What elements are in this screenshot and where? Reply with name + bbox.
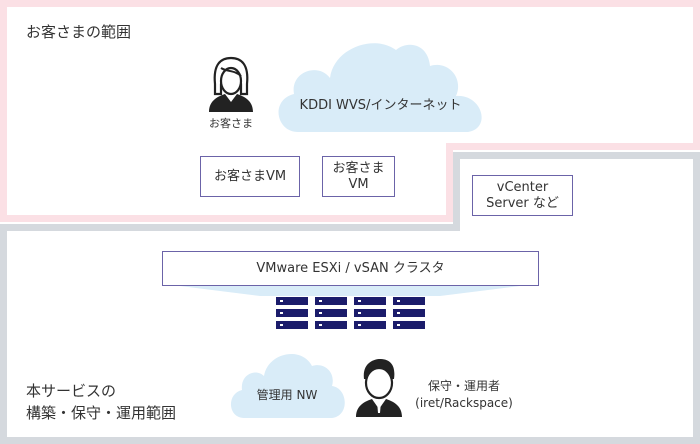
server-icon (315, 321, 347, 329)
female-person-icon (205, 54, 257, 114)
customer-vm-label: お客さまVM (213, 168, 287, 184)
server-icon (276, 321, 308, 329)
cloud-shape-icon (278, 43, 482, 132)
server-icon (315, 297, 347, 305)
server-icon (393, 321, 425, 329)
customer-vm-box[interactable]: お客さまVM (322, 156, 395, 197)
management-network-label: 管理用 NW (256, 388, 318, 402)
server-icon (315, 309, 347, 317)
customer-person-label: お客さま (209, 117, 253, 130)
server-icon (393, 309, 425, 317)
internet-cloud: KDDI WVS/インターネット (268, 38, 493, 134)
management-network-cloud: 管理用 NW (226, 344, 348, 420)
server-icon (354, 297, 386, 305)
server-icon (276, 309, 308, 317)
customer-region-border (0, 0, 700, 222)
cluster-label: VMware ESXi / vSAN クラスタ (256, 260, 445, 276)
customer-vm-label: お客さまVM (332, 160, 385, 192)
customer-vm-box[interactable]: お客さまVM (200, 156, 300, 197)
male-operator-icon (354, 357, 404, 419)
internet-cloud-label: KDDI WVS/インターネット (299, 98, 462, 113)
service-region-title-line1: 本サービスの (26, 382, 117, 400)
server-icon (354, 321, 386, 329)
service-region-border (0, 152, 700, 444)
operator-label-line1: 保守・運用者 (427, 379, 500, 393)
operator-label-line2: (iret/Rackspace) (415, 396, 513, 410)
vcenter-server-box[interactable]: vCenter Server など (472, 175, 573, 216)
server-icon (393, 297, 425, 305)
service-region-title-line2: 構築・保守・運用範囲 (26, 404, 177, 422)
service-region-title: 本サービスの 構築・保守・運用範囲 (26, 380, 176, 424)
server-icon (276, 297, 308, 305)
esxi-vsan-cluster-box[interactable]: VMware ESXi / vSAN クラスタ (162, 251, 539, 286)
server-rack-grid (276, 297, 426, 333)
cluster-fan-shape (180, 286, 520, 296)
server-icon (354, 309, 386, 317)
cloud-shape-icon (230, 353, 345, 418)
vcenter-label-line1: vCenter (496, 179, 549, 195)
customer-region-title: お客さまの範囲 (26, 23, 132, 41)
operator-label: 保守・運用者 (iret/Rackspace) (404, 378, 524, 412)
vcenter-label-line2: Server など (486, 195, 559, 211)
